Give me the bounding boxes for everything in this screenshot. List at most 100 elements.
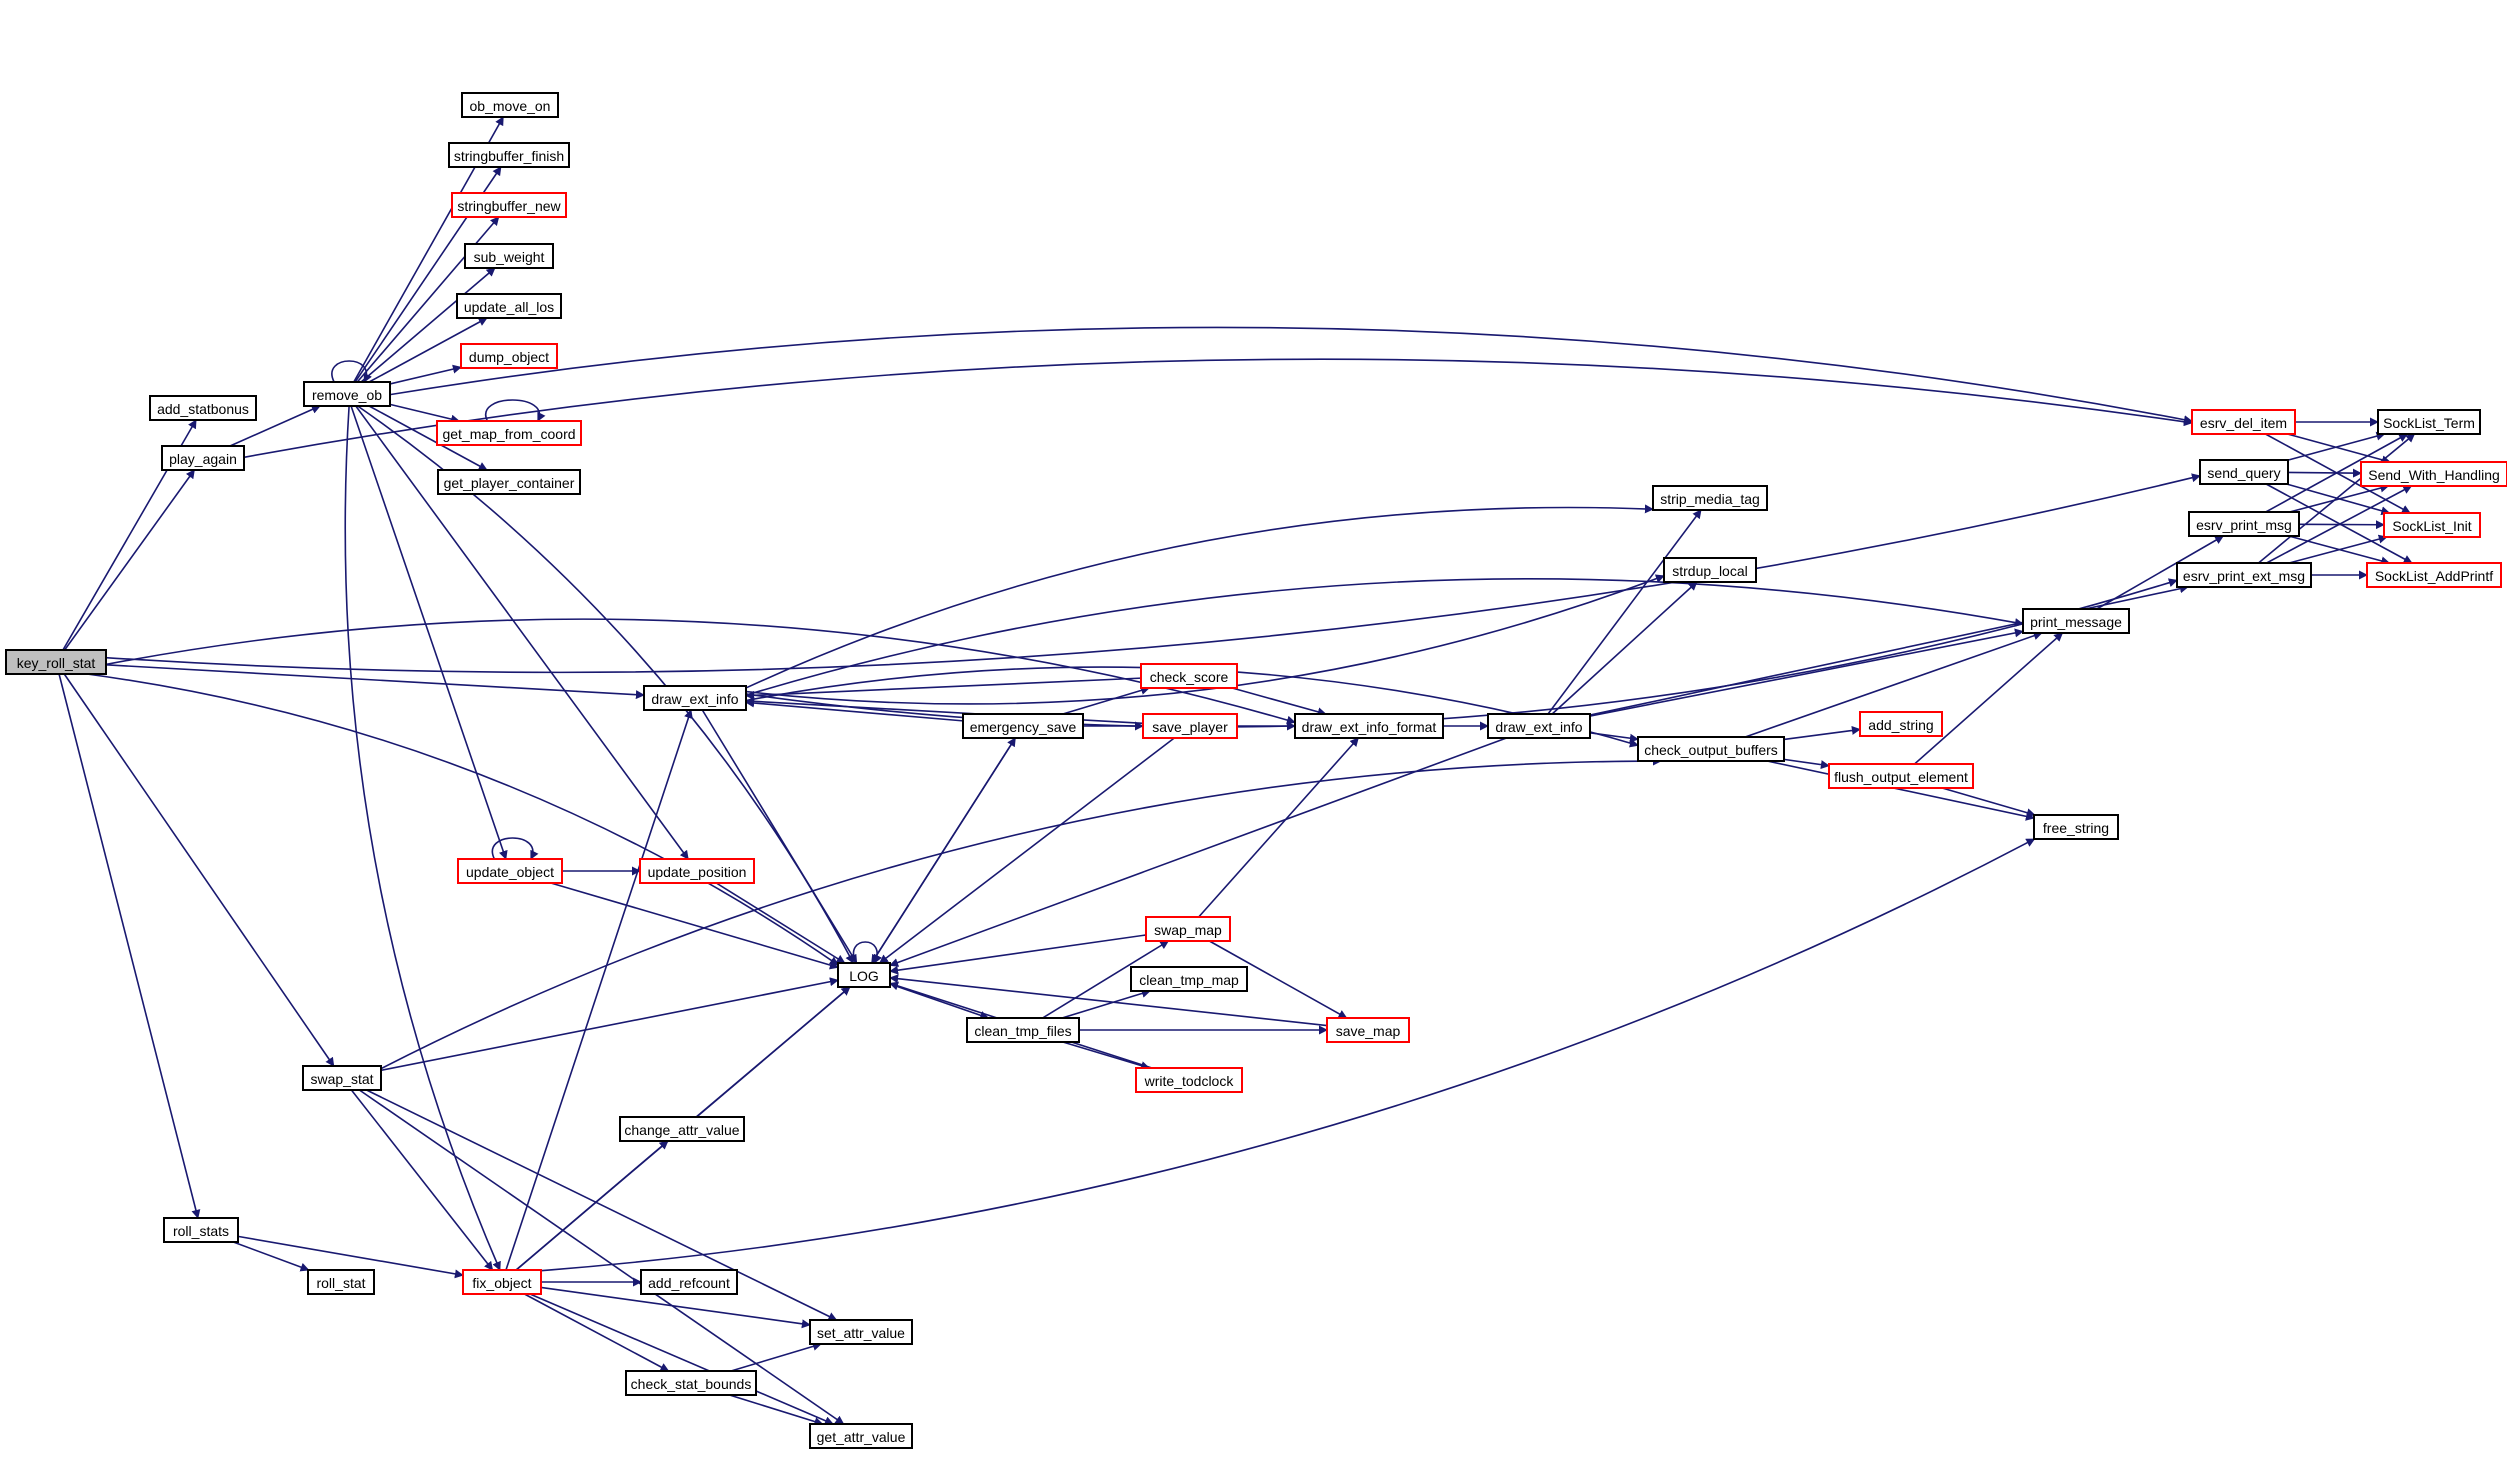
node-strdup_local[interactable]: strdup_local <box>1663 557 1757 583</box>
node-esrv_print_ext_msg[interactable]: esrv_print_ext_msg <box>2176 562 2312 588</box>
node-label: esrv_print_ext_msg <box>2183 568 2305 584</box>
edge-remove_ob-to-LOG <box>357 405 855 964</box>
edge-emergency_save-to-draw_ext_info <box>745 698 964 722</box>
node-ob_move_on[interactable]: ob_move_on <box>461 92 559 118</box>
edge-fix_object-to-draw_ext_info <box>505 709 693 1271</box>
node-print_message[interactable]: print_message <box>2022 608 2130 634</box>
node-free_string[interactable]: free_string <box>2033 814 2119 840</box>
edge-fix_object-to-free_string <box>540 838 2036 1272</box>
node-dump_object[interactable]: dump_object <box>460 343 558 369</box>
node-add_string[interactable]: add_string <box>1859 711 1943 737</box>
edge-key_roll_stat-to-draw_ext_info <box>105 664 645 700</box>
node-strip_media_tag[interactable]: strip_media_tag <box>1652 485 1768 511</box>
edge-remove_ob-to-update_all_los <box>368 317 488 383</box>
node-box <box>2033 814 2119 840</box>
node-label: update_object <box>466 864 554 880</box>
node-esrv_del_item[interactable]: esrv_del_item <box>2191 409 2296 435</box>
edge-key_roll_stat-to-send_query <box>105 473 2201 674</box>
node-label: draw_ext_info <box>1495 719 1582 735</box>
node-SockList_AddPrintf[interactable]: SockList_AddPrintf <box>2366 562 2502 588</box>
node-box <box>2383 512 2481 538</box>
node-swap_map[interactable]: swap_map <box>1145 916 1231 942</box>
node-box <box>1637 736 1785 762</box>
node-label: clean_tmp_map <box>1139 972 1239 988</box>
node-get_player_container[interactable]: get_player_container <box>437 469 581 495</box>
node-stringbuffer_finish[interactable]: stringbuffer_finish <box>448 142 570 168</box>
node-save_player[interactable]: save_player <box>1142 713 1238 739</box>
node-label: get_map_from_coord <box>442 426 575 442</box>
node-stringbuffer_new[interactable]: stringbuffer_new <box>451 192 567 218</box>
edge-send_query-to-Send_With_Handling <box>2287 468 2362 478</box>
node-get_attr_value[interactable]: get_attr_value <box>809 1423 913 1449</box>
nodes-layer: key_roll_stat add_statbonus play_again remo… <box>5 92 2507 1449</box>
node-save_map[interactable]: save_map <box>1326 1017 1410 1043</box>
node-draw_ext_info[interactable]: draw_ext_info <box>643 685 747 711</box>
edge-roll_stats-to-fix_object <box>237 1235 464 1279</box>
node-change_attr_value[interactable]: change_attr_value <box>619 1116 745 1142</box>
edge-fix_object-to-set_attr_value <box>540 1286 811 1329</box>
node-SockList_Init[interactable]: SockList_Init <box>2383 512 2481 538</box>
node-box <box>1140 663 1238 689</box>
edge-remove_ob-to-esrv_del_item <box>389 326 2193 425</box>
node-box <box>2366 562 2502 588</box>
node-box <box>966 1017 1080 1043</box>
node-label: update_position <box>648 864 747 880</box>
node-add_refcount[interactable]: add_refcount <box>640 1269 738 1295</box>
node-box <box>464 243 554 269</box>
node-get_map_from_coord[interactable]: get_map_from_coord <box>436 420 582 446</box>
node-label: swap_map <box>1154 922 1222 938</box>
node-label: LOG <box>849 968 879 984</box>
edge-draw_ext_info2-to-strdup_local <box>1551 581 1698 715</box>
node-label: emergency_save <box>970 719 1077 735</box>
node-emergency_save[interactable]: emergency_save <box>962 713 1084 739</box>
node-flush_output_element[interactable]: flush_output_element <box>1828 763 1974 789</box>
node-Send_With_Handling[interactable]: Send_With_Handling <box>2360 461 2507 487</box>
edge-check_score-to-draw_ext_info_format <box>1231 687 1327 717</box>
node-esrv_print_msg[interactable]: esrv_print_msg <box>2188 511 2300 537</box>
node-box <box>2377 409 2481 435</box>
node-LOG[interactable]: LOG <box>837 962 891 988</box>
edge-swap_stat-to-check_output_buffers <box>380 756 1662 1070</box>
node-update_all_los[interactable]: update_all_los <box>456 293 562 319</box>
edge-draw_ext_info-to-LOG <box>701 709 858 964</box>
node-set_attr_value[interactable]: set_attr_value <box>809 1319 913 1345</box>
node-label: SockList_Init <box>2392 518 2471 534</box>
node-label: esrv_del_item <box>2200 415 2287 431</box>
node-update_position[interactable]: update_position <box>639 858 755 884</box>
edge-key_roll_stat-to-play_again <box>63 469 196 651</box>
node-send_query[interactable]: send_query <box>2199 459 2289 485</box>
node-draw_ext_info_format[interactable]: draw_ext_info_format <box>1294 713 1444 739</box>
edge-remove_ob-to-update_position <box>355 405 689 860</box>
node-label: roll_stats <box>173 1223 229 1239</box>
node-clean_tmp_map[interactable]: clean_tmp_map <box>1130 966 1248 992</box>
node-box <box>461 92 559 118</box>
node-box <box>1652 485 1768 511</box>
node-box <box>161 445 245 471</box>
node-roll_stat[interactable]: roll_stat <box>307 1269 375 1295</box>
node-fix_object[interactable]: fix_object <box>462 1269 542 1295</box>
edge-check_output_buffers-to-free_string <box>1766 760 2035 821</box>
node-add_statbonus[interactable]: add_statbonus <box>149 395 257 421</box>
node-clean_tmp_files[interactable]: clean_tmp_files <box>966 1017 1080 1043</box>
node-box <box>2199 459 2289 485</box>
node-SockList_Term[interactable]: SockList_Term <box>2377 409 2481 435</box>
node-box <box>619 1116 745 1142</box>
node-sub_weight[interactable]: sub_weight <box>464 243 554 269</box>
node-check_output_buffers[interactable]: check_output_buffers <box>1637 736 1785 762</box>
edge-get_map_from_coord-to-get_map_from_coord <box>484 399 546 422</box>
node-check_score[interactable]: check_score <box>1140 663 1238 689</box>
node-check_stat_bounds[interactable]: check_stat_bounds <box>625 1370 757 1396</box>
node-update_object[interactable]: update_object <box>457 858 563 884</box>
node-draw_ext_info2[interactable]: draw_ext_info <box>1487 713 1591 739</box>
node-key_roll_stat[interactable]: key_roll_stat <box>5 649 107 675</box>
node-remove_ob[interactable]: remove_ob <box>303 381 391 407</box>
node-box <box>639 858 755 884</box>
edge-save_player-to-LOG <box>878 737 1175 964</box>
edge-esrv_print_msg-to-SockList_Term <box>2265 433 2409 513</box>
edge-esrv_del_item-to-Send_With_Handling <box>2287 433 2391 465</box>
node-box <box>448 142 570 168</box>
node-swap_stat[interactable]: swap_stat <box>302 1065 382 1091</box>
node-write_todclock[interactable]: write_todclock <box>1135 1067 1243 1093</box>
node-roll_stats[interactable]: roll_stats <box>163 1217 239 1243</box>
node-play_again[interactable]: play_again <box>161 445 245 471</box>
